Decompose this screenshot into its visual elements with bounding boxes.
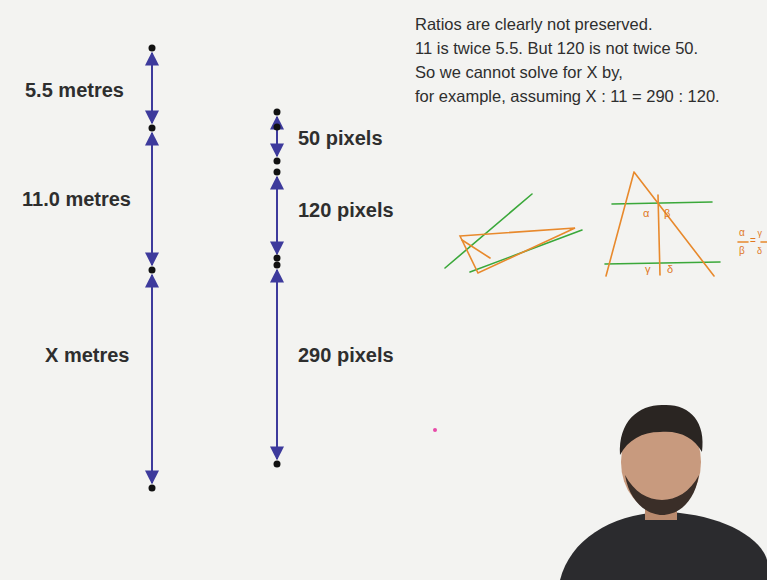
- dimension-label: 290 pixels: [298, 344, 394, 367]
- note-line: So we cannot solve for X by,: [415, 63, 623, 82]
- presenter-figure: [560, 405, 767, 580]
- sketch-left: [445, 194, 582, 273]
- dimension-label: 120 pixels: [298, 199, 394, 222]
- note-line: Ratios are clearly not preserved.: [415, 15, 653, 34]
- dimension-label: 5.5 metres: [25, 79, 124, 102]
- ratio-symbol: γ: [758, 228, 763, 238]
- angle-label: β: [664, 207, 670, 220]
- sketch-right: [605, 172, 767, 276]
- ratio-symbol: β: [739, 245, 745, 257]
- ratio-symbol: δ: [757, 246, 762, 256]
- pen-dot: [433, 428, 437, 432]
- angle-label: α: [643, 207, 649, 220]
- note-line: for example, assuming X : 11 = 290 : 120…: [415, 87, 720, 106]
- ratio-symbol: α: [739, 227, 745, 239]
- dimension-label: X metres: [45, 344, 130, 367]
- point-dots: [149, 45, 281, 492]
- note-line: 11 is twice 5.5. But 120 is not twice 50…: [415, 39, 698, 58]
- dimension-label: 11.0 metres: [22, 188, 131, 211]
- ratio-symbol: =: [750, 235, 756, 247]
- length-label: δ: [667, 263, 673, 276]
- pixel-arrows: [276, 117, 278, 459]
- length-label: γ: [645, 263, 651, 276]
- dimension-label: 50 pixels: [298, 127, 383, 150]
